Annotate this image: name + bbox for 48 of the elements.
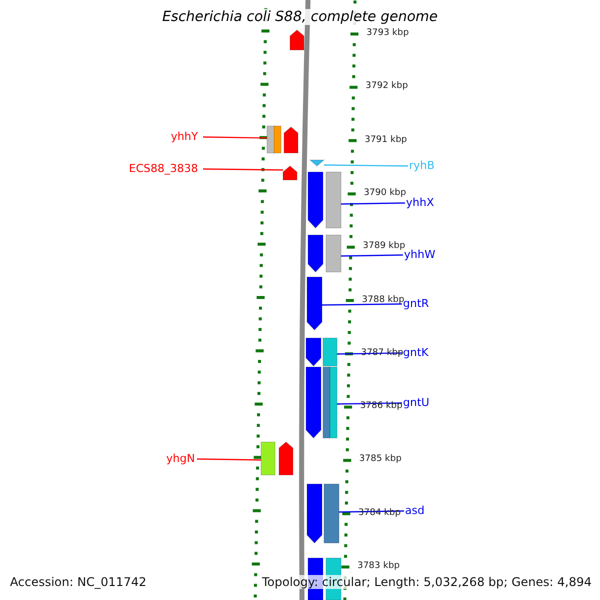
gene-block	[330, 366, 338, 438]
leader-line	[202, 136, 268, 139]
gene-block	[260, 442, 276, 476]
leader-line	[336, 402, 402, 405]
gene-label: yhhX	[406, 196, 434, 209]
gene-label: yhgN	[166, 452, 195, 465]
gene-block	[284, 126, 298, 154]
leader-line	[322, 303, 402, 306]
gene-block	[282, 165, 298, 180]
gene-block	[322, 338, 338, 366]
gene-label: asd	[405, 504, 424, 517]
gene-block	[308, 234, 324, 273]
gene-block	[322, 366, 330, 438]
gene-label: gntU	[403, 396, 430, 409]
gene-label: yhhY	[170, 130, 198, 143]
leader-line	[340, 254, 404, 257]
accession-text: Accession: NC_011742	[10, 575, 146, 589]
title: Escherichia coli S88, complete genome	[162, 9, 438, 25]
gene-label: gntR	[403, 297, 429, 310]
gene-block	[324, 484, 340, 544]
scale-label: 3790 kbp	[364, 188, 406, 198]
scale-label: 3791 kbp	[364, 134, 408, 145]
leader-line	[203, 168, 283, 171]
topology-text: Topology: circular; Length: 5,032,268 bp; Genes: 4,894	[262, 575, 592, 589]
gene-block	[306, 276, 322, 331]
gene-block	[308, 172, 324, 229]
gene-label: ECS88_3838	[128, 162, 198, 175]
gene-block	[326, 172, 342, 228]
gene-label: yhhW	[404, 248, 436, 261]
gene-block	[290, 29, 304, 50]
gene-block	[274, 126, 282, 154]
gene-block	[306, 338, 322, 367]
scale-label: 3783 kbp	[357, 561, 400, 571]
scale-label: 3786 kbp	[360, 401, 402, 412]
scale-label: 3789 kbp	[362, 241, 406, 252]
gene-label: ryhB	[409, 159, 435, 172]
gene-block	[306, 484, 322, 544]
gene-block	[278, 441, 294, 476]
gene-marker	[308, 160, 326, 167]
scale-label: 3785 kbp	[359, 454, 402, 464]
scale-label: 3792 kbp	[366, 81, 408, 92]
leader-line	[196, 458, 262, 461]
scale-label: 3793 kbp	[366, 28, 409, 38]
leader-line	[324, 164, 408, 167]
gene-block	[326, 234, 342, 272]
gene-label: gntK	[403, 346, 428, 359]
scale-label: 3788 kbp	[362, 294, 404, 304]
leader-line	[340, 202, 406, 205]
